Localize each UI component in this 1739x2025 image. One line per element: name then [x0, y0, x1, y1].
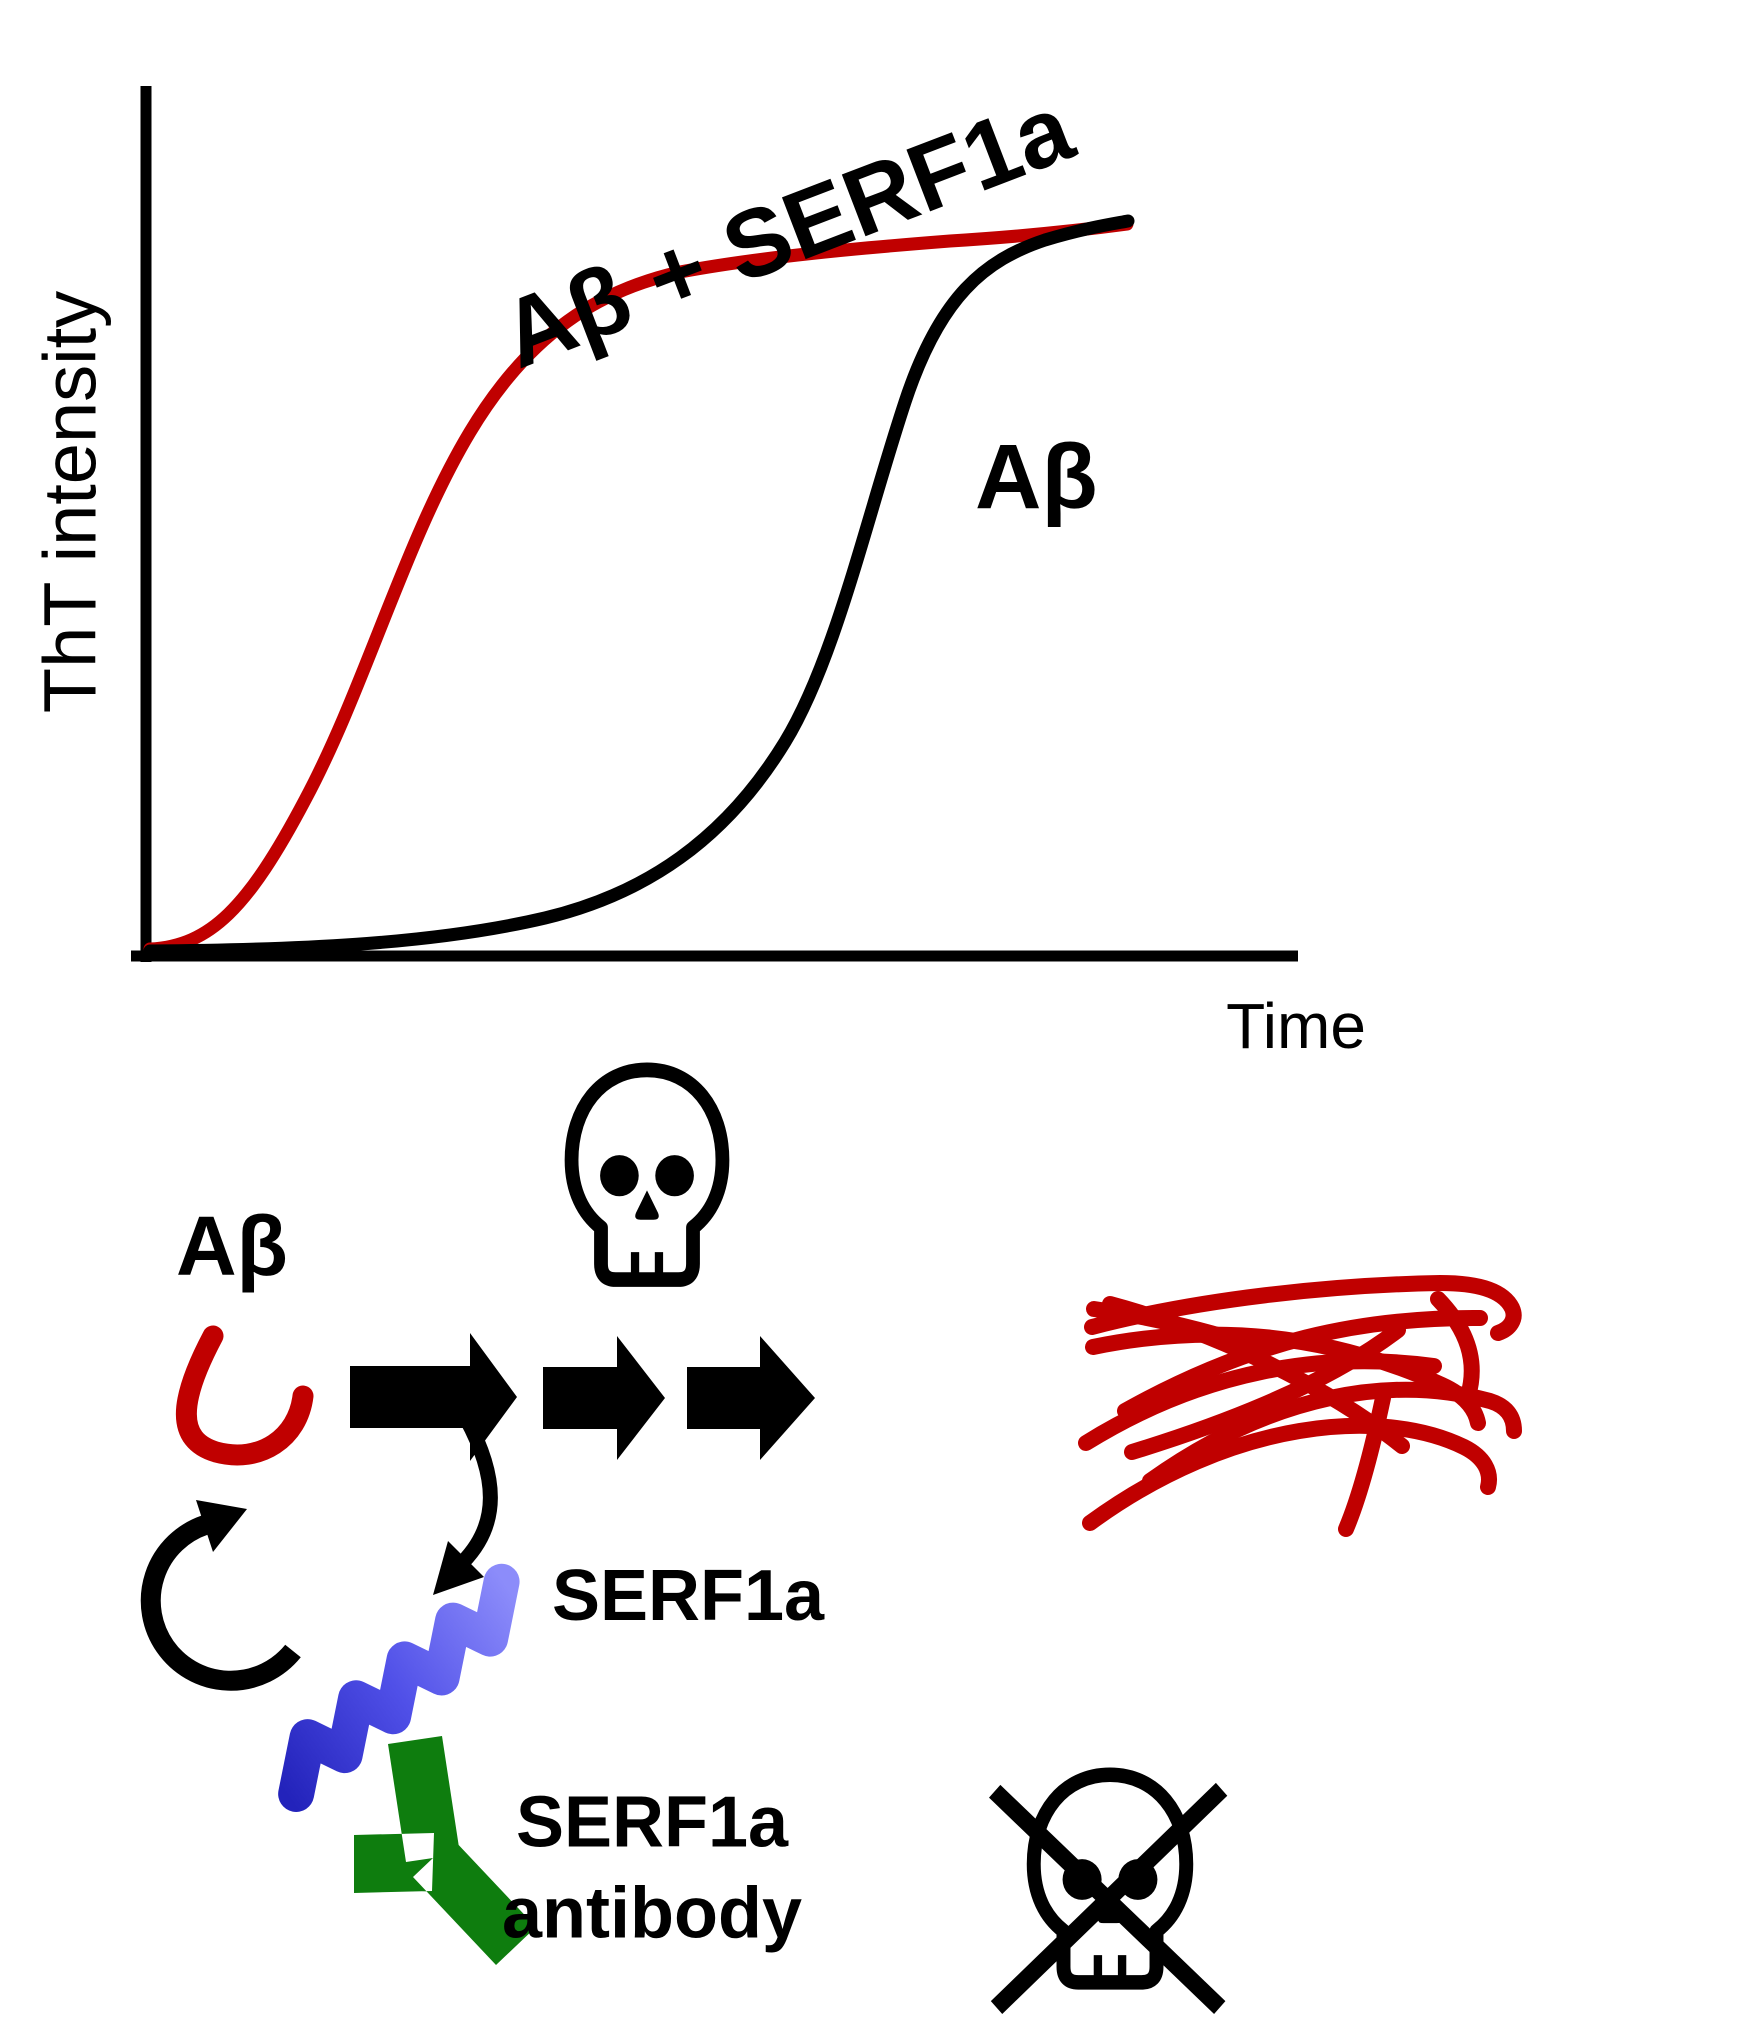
skull-eyes-nose [600, 1155, 694, 1220]
serf1a-antibody-label: SERF1a antibody [502, 1777, 802, 1958]
serf1a-antibody-label-line1: SERF1a [515, 1782, 789, 1863]
crossed-skull-icon [989, 1767, 1228, 2014]
feedback-arrow-icon [433, 1410, 498, 1595]
cross-x-icon [989, 1782, 1228, 2014]
fibril-strand [1124, 1322, 1406, 1460]
cycle-arrow-icon [140, 1500, 301, 1691]
fibril-strand [1430, 1291, 1480, 1404]
skull-cranium [564, 1062, 730, 1287]
curve-ab-plus-serf1a [143, 217, 1134, 956]
curve-label-ab: Aβ [975, 426, 1098, 528]
skull-teeth [630, 1252, 664, 1278]
fibril-strand [1086, 1301, 1262, 1354]
fibril-tangle [1078, 1274, 1522, 1537]
ab-monomer-squiggle [176, 1325, 314, 1466]
block-arrow-3-icon [687, 1336, 815, 1460]
fibril-strand [1078, 1353, 1442, 1451]
fibril-strand [1142, 1381, 1522, 1489]
cycle-arc [140, 1515, 301, 1691]
curve-ab-alone [143, 214, 1135, 958]
serf1a-helix-icon [278, 1563, 520, 1812]
monomer-label: Aβ [176, 1199, 288, 1293]
block-arrow-1-icon [350, 1333, 517, 1461]
feedback-arrow-curve [455, 1410, 498, 1570]
block-arrow-2-icon [543, 1336, 665, 1460]
y-axis-label: ThT intensity [28, 290, 112, 714]
skull-teeth [1093, 1955, 1127, 1981]
fibril-strand [1084, 1274, 1522, 1341]
helix-coil [278, 1563, 520, 1812]
antibody-y-icon [354, 1736, 536, 1965]
serf1a-label: SERF1a [551, 1556, 825, 1636]
aggregation-arrows [350, 1333, 815, 1461]
feedback-arrowhead [433, 1541, 484, 1595]
fibril-strand [1082, 1417, 1497, 1531]
tht-kinetics-chart [131, 86, 1298, 962]
fibril-strand [1117, 1309, 1488, 1419]
skull-icon [564, 1062, 730, 1287]
serf1a-antibody-label-line2: antibody [502, 1873, 802, 1953]
fibril-strand [1338, 1390, 1391, 1537]
cycle-arrowhead [196, 1500, 247, 1552]
x-axis-label: Time [1226, 990, 1366, 1062]
